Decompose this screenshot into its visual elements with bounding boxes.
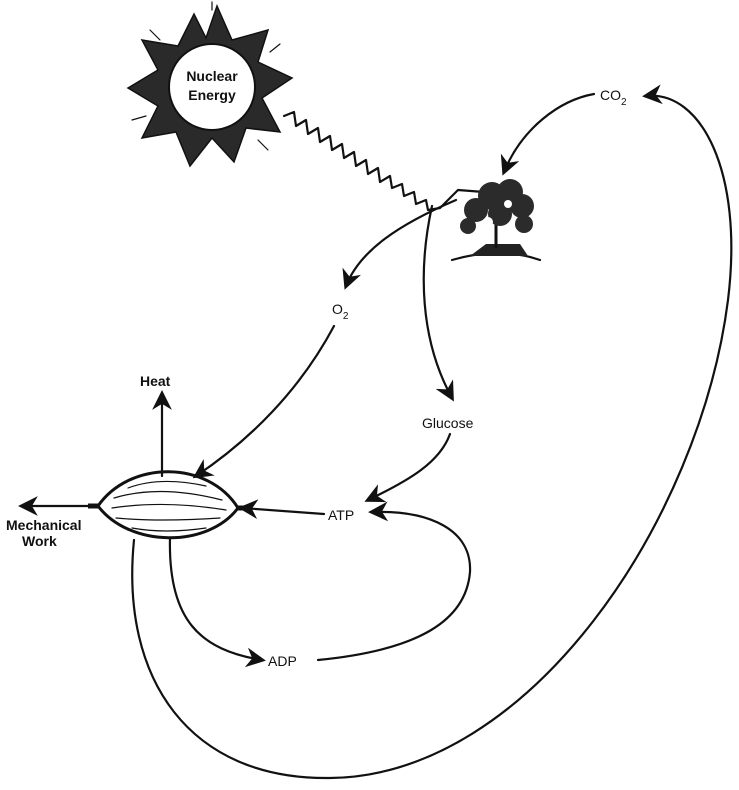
co2-label: CO2	[600, 87, 627, 108]
radiation-wave	[284, 112, 484, 210]
atp-to-muscle-arrow	[242, 508, 324, 514]
glucose-label: Glucose	[422, 415, 474, 431]
muscle-to-adp-arrow	[170, 538, 262, 660]
co2-to-plant-arrow	[504, 94, 594, 172]
muscle-to-co2-arrow	[132, 96, 731, 778]
mechanical-work-label-line1: Mechanical	[6, 517, 81, 533]
mechanical-work-label-line2: Work	[22, 533, 57, 549]
o2-label: O2	[332, 301, 349, 322]
sun-icon: Nuclear Energy	[128, 2, 292, 166]
muscle-icon	[88, 472, 248, 538]
sun-label-line2: Energy	[188, 87, 236, 103]
plant-to-o2-arrow	[346, 200, 456, 286]
atp-label: ATP	[328, 507, 354, 523]
heat-label: Heat	[140, 373, 171, 389]
o2-to-muscle-arrow	[196, 326, 334, 476]
glucose-to-atp-arrow	[368, 434, 450, 500]
adp-label: ADP	[268, 653, 297, 669]
sun-label-line1: Nuclear	[186, 68, 238, 84]
adp-to-atp-arrow	[318, 512, 470, 660]
plant-to-glucose-arrow	[424, 206, 452, 398]
